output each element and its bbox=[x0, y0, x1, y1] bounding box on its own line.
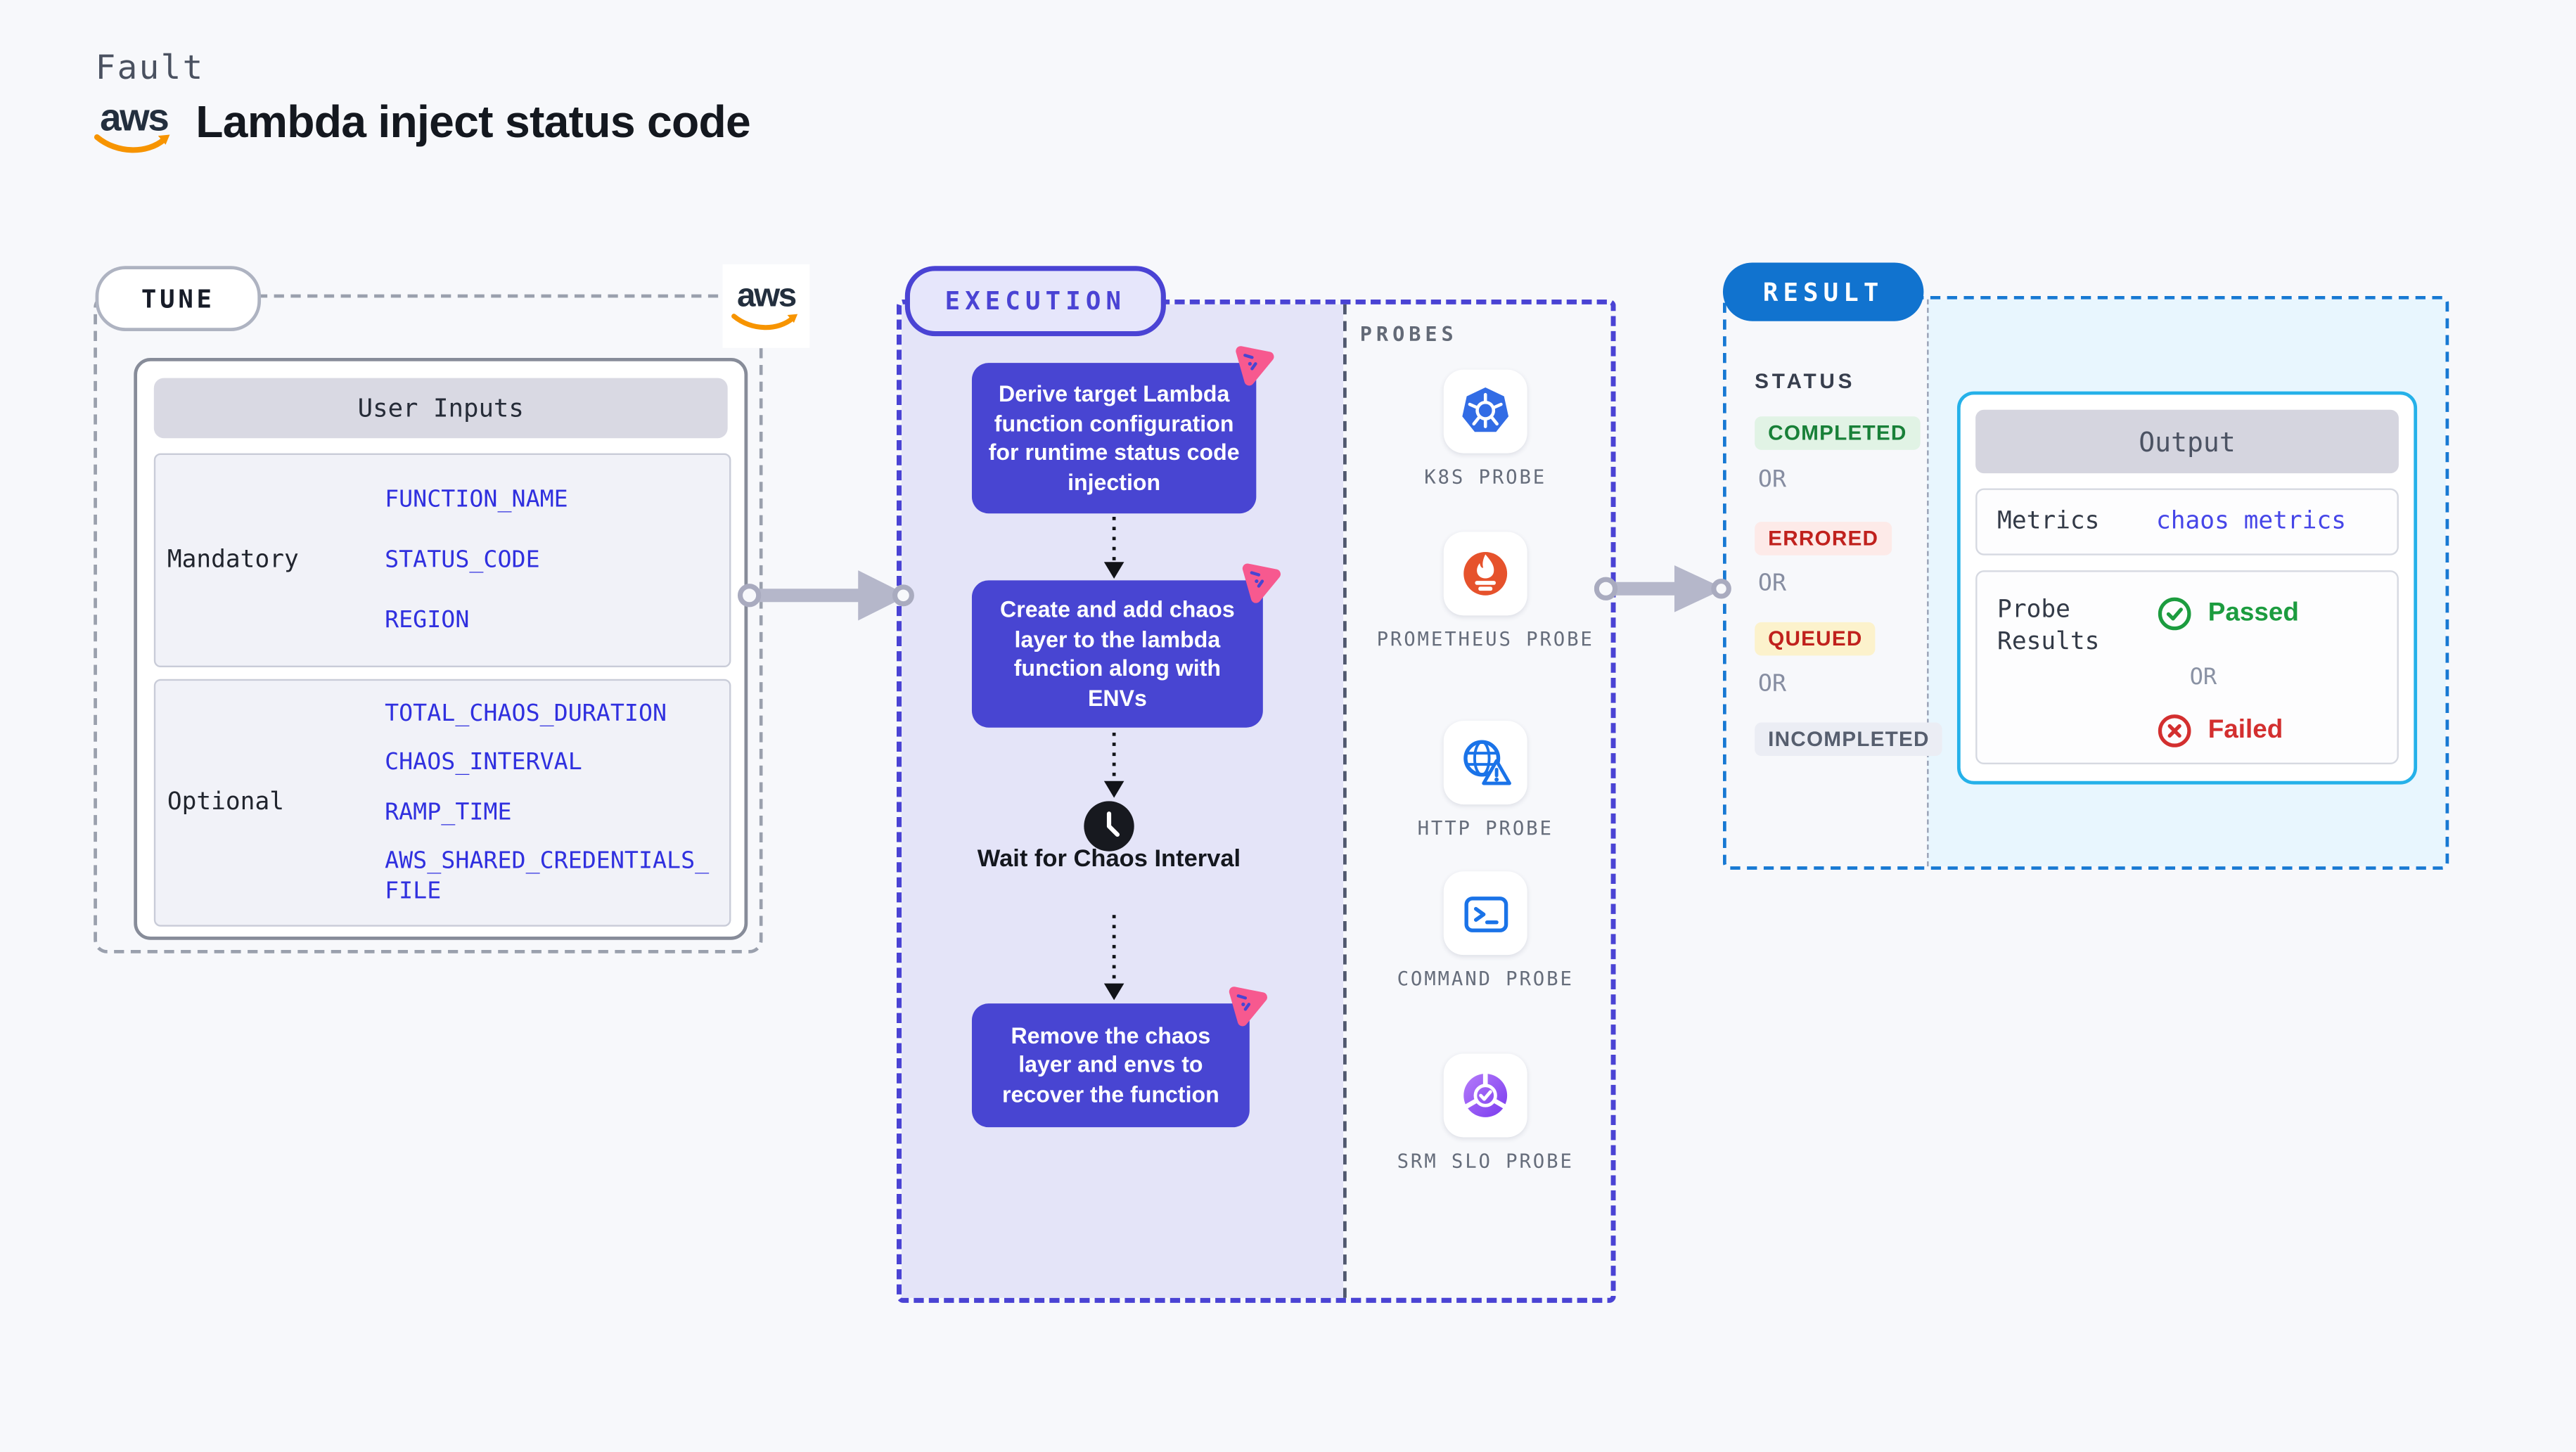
aws-smile-icon bbox=[731, 314, 798, 330]
probe-command[interactable]: COMMAND PROBE bbox=[1360, 871, 1611, 990]
status-badge-queued: QUEUED bbox=[1755, 622, 1876, 656]
check-circle-icon bbox=[2158, 597, 2191, 631]
mandatory-label: Mandatory bbox=[167, 546, 299, 574]
litmus-chaos-icon bbox=[1242, 563, 1281, 603]
status-badge-completed: COMPLETED bbox=[1755, 416, 1921, 450]
step-derive-config-label: Derive target Lambda function configurat… bbox=[988, 381, 1240, 494]
param-chaos-interval: CHAOS_INTERVAL bbox=[385, 750, 582, 777]
aws-logo-text: aws bbox=[100, 95, 169, 139]
result-label: RESULT bbox=[1762, 276, 1884, 307]
or-separator: OR bbox=[1757, 670, 1787, 698]
probe-card bbox=[1443, 532, 1527, 616]
execution-to-result-arrow-icon bbox=[1594, 565, 1731, 612]
tune-label: TUNE bbox=[141, 283, 215, 314]
optional-label: Optional bbox=[167, 789, 284, 816]
or-separator: OR bbox=[1757, 570, 1787, 598]
x-circle-icon bbox=[2158, 714, 2191, 747]
param-function-name: FUNCTION_NAME bbox=[385, 487, 568, 514]
connector-arrow-icon bbox=[1103, 732, 1124, 798]
probe-card bbox=[1443, 1053, 1527, 1138]
param-total-chaos-duration: TOTAL_CHAOS_DURATION bbox=[385, 701, 667, 728]
execution-probes-divider bbox=[1343, 304, 1347, 1298]
probe-results-label: Probe Results bbox=[1997, 597, 2100, 656]
execution-label: EXECUTION bbox=[944, 285, 1127, 316]
execution-section: Derive target Lambda function configurat… bbox=[896, 299, 1616, 1303]
probes-title: PROBES bbox=[1359, 323, 1458, 347]
result-divider bbox=[1927, 299, 1929, 867]
execution-section-pill[interactable]: EXECUTION bbox=[904, 266, 1166, 337]
result-section: STATUS COMPLETED OR ERRORED OR QUEUED OR… bbox=[1722, 296, 2449, 870]
metrics-row: Metrics chaos metrics bbox=[1975, 488, 2399, 555]
prometheus-icon bbox=[1463, 551, 1508, 596]
tune-section: aws User Inputs Mandatory FUNCTION_NAME … bbox=[94, 264, 810, 953]
probe-name: HTTP PROBE bbox=[1417, 816, 1553, 840]
terminal-icon bbox=[1463, 895, 1508, 932]
status-title: STATUS bbox=[1755, 369, 1856, 393]
optional-params: TOTAL_CHAOS_DURATION CHAOS_INTERVAL RAMP… bbox=[385, 681, 729, 925]
param-aws-shared-credentials-file: AWS_SHARED_CREDENTIALS_FILE bbox=[385, 847, 710, 905]
param-ramp-time: RAMP_TIME bbox=[385, 798, 512, 825]
failed-label: Failed bbox=[2207, 716, 2283, 745]
or-separator: OR bbox=[1757, 466, 1787, 494]
metrics-value[interactable]: chaos metrics bbox=[2156, 508, 2346, 536]
wait-for-chaos-interval-label: Wait for Chaos Interval bbox=[977, 846, 1241, 873]
mandatory-row: Mandatory FUNCTION_NAME STATUS_CODE REGI… bbox=[153, 453, 731, 668]
probe-name: SRM SLO PROBE bbox=[1397, 1149, 1574, 1173]
kubernetes-icon bbox=[1462, 387, 1509, 432]
mandatory-params: FUNCTION_NAME STATUS_CODE REGION bbox=[385, 455, 729, 666]
metrics-label: Metrics bbox=[1997, 507, 2100, 534]
aws-corner-logo: aws bbox=[722, 264, 810, 348]
step-remove-chaos-layer[interactable]: Remove the chaos layer and envs to recov… bbox=[971, 987, 1267, 1128]
param-region: REGION bbox=[385, 607, 470, 634]
connector-arrow-icon bbox=[1103, 516, 1124, 579]
probe-results-row: Probe Results Passed OR Failed bbox=[1975, 570, 2399, 765]
probe-name: COMMAND PROBE bbox=[1397, 966, 1574, 991]
output-card: Output Metrics chaos metrics Probe Resul… bbox=[1956, 391, 2418, 785]
user-inputs-card: User Inputs Mandatory FUNCTION_NAME STAT… bbox=[134, 358, 748, 940]
fault-eyebrow: Fault bbox=[95, 46, 205, 87]
tune-to-execution-arrow-icon bbox=[737, 570, 914, 621]
probe-card bbox=[1443, 721, 1527, 805]
user-inputs-header: User Inputs bbox=[153, 378, 728, 439]
probe-name: PROMETHEUS PROBE bbox=[1376, 627, 1594, 651]
step-add-chaos-layer[interactable]: Create and add chaos layer to the lambda… bbox=[971, 563, 1281, 728]
probe-name: K8S PROBE bbox=[1424, 465, 1547, 489]
step-remove-chaos-layer-label: Remove the chaos layer and envs to recov… bbox=[1002, 1023, 1219, 1107]
probe-prometheus[interactable]: PROMETHEUS PROBE bbox=[1360, 532, 1611, 650]
wait-clock-icon bbox=[1084, 801, 1134, 852]
aws-logo: aws bbox=[90, 95, 177, 164]
or-separator: OR bbox=[2189, 664, 2217, 691]
probe-result-failed: Failed bbox=[2156, 712, 2283, 749]
connector-arrow-icon bbox=[1103, 915, 1124, 1001]
step-derive-config[interactable]: Derive target Lambda function configurat… bbox=[971, 346, 1274, 514]
param-status-code: STATUS_CODE bbox=[385, 546, 540, 574]
tune-section-pill[interactable]: TUNE bbox=[95, 266, 262, 331]
probe-card bbox=[1443, 369, 1527, 454]
probe-srm-slo[interactable]: SRM SLO PROBE bbox=[1360, 1053, 1611, 1173]
globe-warning-icon bbox=[1463, 739, 1511, 785]
aws-corner-logo-text: aws bbox=[736, 277, 797, 315]
litmus-chaos-icon bbox=[1229, 987, 1267, 1027]
passed-label: Passed bbox=[2207, 598, 2299, 627]
probe-card bbox=[1443, 871, 1527, 956]
litmus-chaos-icon bbox=[1236, 346, 1274, 386]
status-badge-incompleted: INCOMPLETED bbox=[1755, 722, 1943, 757]
probe-http[interactable]: HTTP PROBE bbox=[1360, 721, 1611, 840]
step-add-chaos-layer-label: Create and add chaos layer to the lambda… bbox=[1000, 597, 1235, 710]
aws-smile-icon bbox=[94, 134, 170, 153]
status-badge-errored: ERRORED bbox=[1755, 522, 1892, 555]
page-title: Lambda inject status code bbox=[196, 96, 751, 148]
probe-k8s[interactable]: K8S PROBE bbox=[1360, 369, 1611, 489]
probe-result-passed: Passed bbox=[2156, 596, 2299, 632]
result-section-pill[interactable]: RESULT bbox=[1722, 262, 1924, 321]
optional-row: Optional TOTAL_CHAOS_DURATION CHAOS_INTE… bbox=[153, 679, 731, 927]
slo-check-icon bbox=[1463, 1074, 1508, 1117]
output-header: Output bbox=[1975, 409, 2399, 474]
